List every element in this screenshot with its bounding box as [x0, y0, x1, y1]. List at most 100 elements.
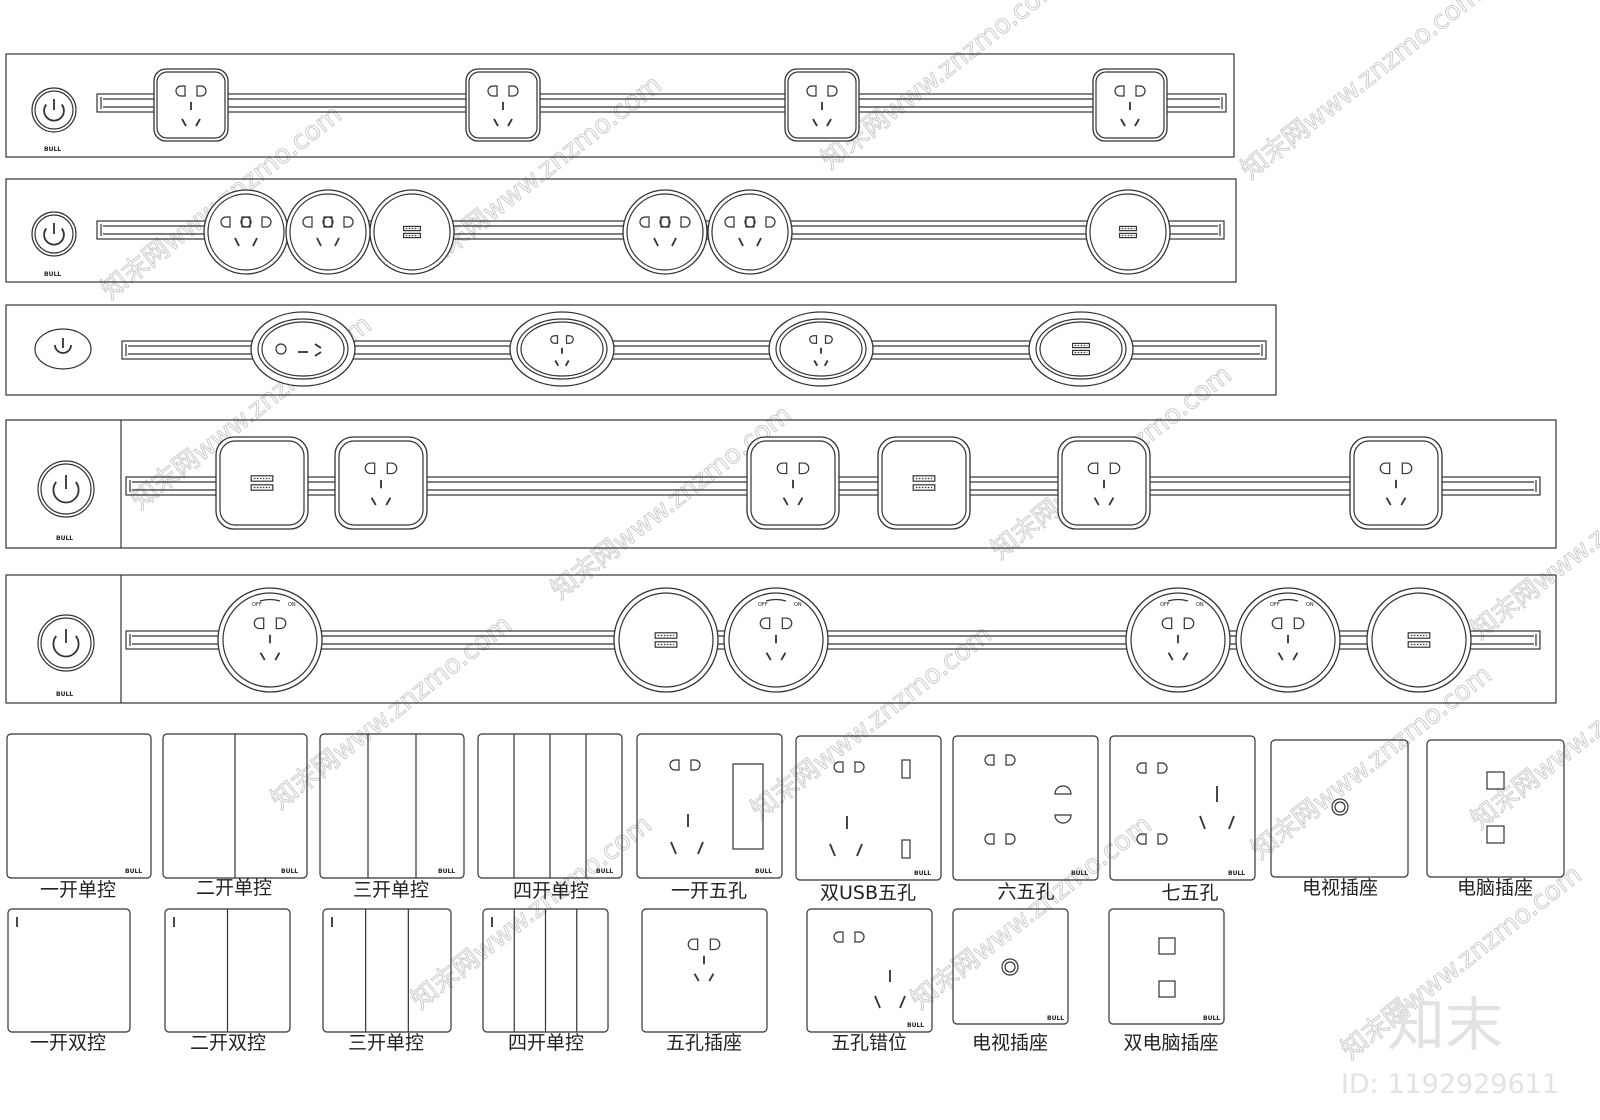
- square-socket: [1349, 436, 1443, 530]
- strip-2: BULL: [5, 178, 1237, 283]
- dual-control-panel-1-gang: [7, 908, 131, 1033]
- switch-panel-3-gang: BULL: [319, 733, 465, 879]
- panel-label: 双电脑插座: [1123, 1032, 1218, 1054]
- panel-tv-socket: [1270, 739, 1409, 878]
- strip-4: BULL: [5, 419, 1557, 549]
- square-socket: [465, 68, 541, 142]
- dual-control-panel-4-gang: [482, 908, 609, 1033]
- off-mark: OFF: [1270, 602, 1280, 608]
- square-socket: [1092, 68, 1168, 142]
- square-socket: [784, 68, 860, 142]
- square-usb-socket: [877, 436, 971, 530]
- brand-mark: BULL: [1203, 1015, 1220, 1022]
- oval-socket: [250, 311, 356, 387]
- panel-label: 电视插座: [1302, 877, 1378, 899]
- panel-label: 三开单控: [348, 1032, 424, 1054]
- round-usb-socket: [369, 189, 455, 275]
- oval-socket: [768, 311, 874, 387]
- brand-mark: BULL: [1228, 870, 1245, 877]
- watermark-text: 知末网www.znzmo.com: [906, 810, 1158, 1016]
- round-socket: [203, 189, 289, 275]
- brand-mark: BULL: [914, 870, 931, 877]
- panel-label: 二开单控: [196, 877, 272, 899]
- track-socket-strips: BULL BULL BULL BULL OFF ON OFF ON OFF ON OFF ON: [5, 53, 1557, 704]
- panel-seven-five-hole: BULL: [1109, 735, 1256, 881]
- round-usb-socket: [1085, 189, 1171, 275]
- panel-label: 六五孔: [997, 881, 1054, 903]
- on-mark: ON: [288, 602, 296, 608]
- panel-label: 五孔插座: [666, 1032, 742, 1054]
- panel-labels: 一开单控二开单控三开单控四开单控一开五孔双USB五孔六五孔七五孔电视插座电脑插座…: [30, 877, 1533, 1054]
- panel-six-five-hole: BULL: [952, 735, 1099, 881]
- panel-dual-computer-socket: BULL: [1108, 908, 1225, 1025]
- panel-tv-socket-2: BULL: [952, 908, 1069, 1025]
- panel-label: 四开单控: [508, 1032, 584, 1054]
- square-socket: [153, 68, 229, 142]
- panel-label: 七五孔: [1161, 882, 1218, 904]
- brand-mark: BULL: [44, 271, 61, 278]
- off-mark: OFF: [758, 602, 768, 608]
- brand-mark: BULL: [907, 1022, 924, 1029]
- brand-mark: BULL: [56, 535, 73, 542]
- brand-mark: BULL: [44, 146, 61, 153]
- panel-label: 一开五孔: [671, 880, 747, 902]
- panel-label: 电视插座: [972, 1032, 1048, 1054]
- stamp-logo: 知末: [1387, 991, 1503, 1059]
- brand-mark: BULL: [596, 868, 613, 875]
- round-socket: [707, 189, 793, 275]
- on-mark: ON: [794, 602, 802, 608]
- brand-mark: BULL: [1047, 1015, 1064, 1022]
- round-usb-socket: [613, 587, 719, 693]
- panel-label: 三开单控: [353, 879, 429, 901]
- stamp-id: ID: 1192929611: [1341, 1069, 1559, 1100]
- panel-label: 电脑插座: [1457, 877, 1533, 899]
- off-mark: OFF: [1160, 602, 1170, 608]
- oval-socket: [509, 311, 615, 387]
- round-switch-socket: OFF ON: [723, 587, 829, 693]
- strip-1: BULL: [5, 53, 1235, 158]
- round-socket: [285, 189, 371, 275]
- off-mark: OFF: [252, 602, 262, 608]
- wall-panels: BULL BULL BULL BULL BULL BULL BULL BULL BULL BULL…: [6, 733, 1565, 1033]
- watermark-text: 知末网www.znzmo.com: [1466, 630, 1600, 836]
- round-socket: [622, 189, 708, 275]
- panel-label: 五孔错位: [831, 1032, 907, 1054]
- watermark-text: 知末网www.znzmo.com: [406, 810, 658, 1016]
- switch-panel-1-gang: BULL: [6, 733, 152, 879]
- panel-offset-five-hole: BULL: [806, 908, 933, 1033]
- dual-control-panel-2-gang: [164, 908, 291, 1033]
- brand-mark: BULL: [438, 868, 455, 875]
- stamp: 知末 ID: 1192929611: [1341, 991, 1559, 1100]
- watermark-text: 知末网www.znzmo.com: [1466, 440, 1600, 646]
- strip-5: BULL OFF ON OFF ON OFF ON OFF ON: [5, 574, 1557, 704]
- panel-computer-socket: [1426, 739, 1565, 878]
- on-mark: ON: [1306, 602, 1314, 608]
- square-usb-socket: [215, 436, 309, 530]
- panel-label: 二开双控: [190, 1032, 266, 1054]
- oval-socket: [1028, 311, 1134, 387]
- panel-switch-five-hole: BULL: [636, 733, 783, 879]
- panel-dual-usb-five-hole: BULL: [795, 735, 942, 881]
- panel-label: 一开双控: [30, 1032, 106, 1054]
- round-switch-socket: OFF ON: [1235, 587, 1341, 693]
- switch-panel-2-gang: BULL: [162, 733, 308, 879]
- panel-label: 双USB五孔: [820, 882, 916, 904]
- brand-mark: BULL: [56, 691, 73, 698]
- panel-label: 四开单控: [513, 880, 589, 902]
- square-socket: [746, 436, 840, 530]
- strip-3: [5, 304, 1277, 396]
- brand-mark: BULL: [281, 868, 298, 875]
- brand-mark: BULL: [1071, 870, 1088, 877]
- on-mark: ON: [1196, 602, 1204, 608]
- square-socket: [1057, 436, 1151, 530]
- round-usb-socket: [1366, 587, 1472, 693]
- panel-five-hole-socket: [641, 908, 768, 1033]
- switch-panel-4-gang: BULL: [477, 733, 623, 879]
- brand-mark: BULL: [125, 868, 142, 875]
- watermark-text: 知末网www.znzmo.com: [1236, 0, 1488, 186]
- panel-label: 一开单控: [40, 879, 116, 901]
- brand-mark: BULL: [755, 868, 772, 875]
- round-switch-socket: OFF ON: [1125, 587, 1231, 693]
